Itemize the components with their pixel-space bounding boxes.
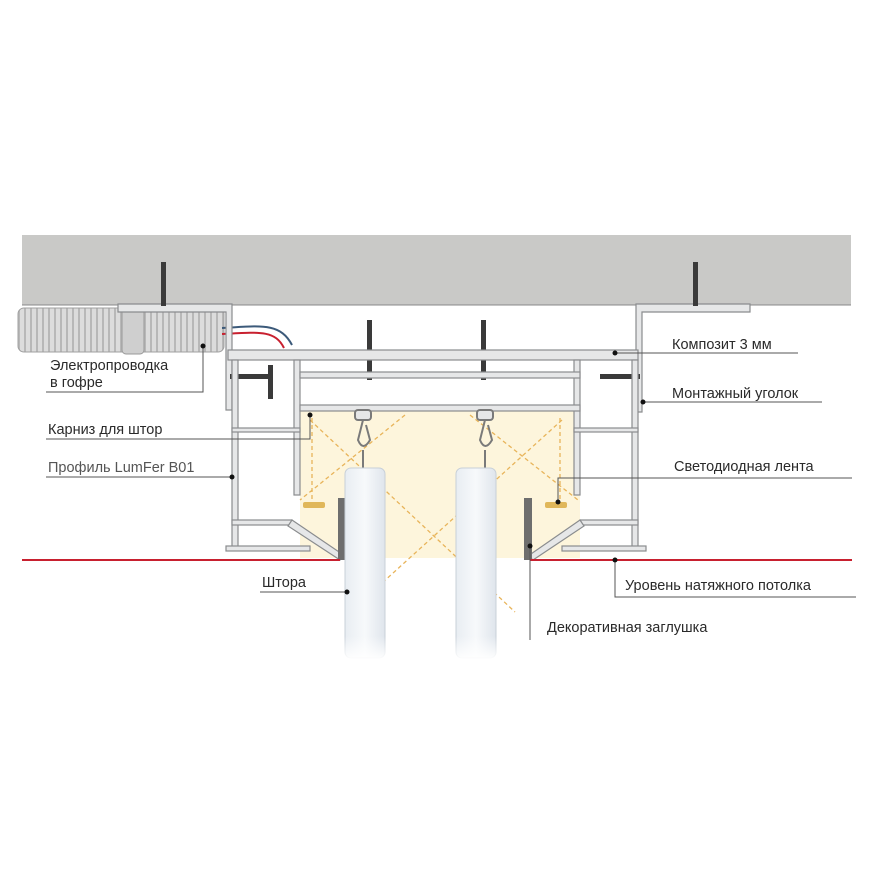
led-strip-right bbox=[545, 502, 567, 508]
label-cornice: Карниз для штор bbox=[48, 422, 162, 438]
mounting-angle-right bbox=[635, 303, 751, 413]
curtain-hooks bbox=[354, 409, 494, 470]
leader-lines bbox=[46, 343, 856, 640]
label-mounting-angle: Монтажный уголок bbox=[672, 386, 799, 402]
label-wiring-line2: в гофре bbox=[50, 375, 103, 391]
composite-plate bbox=[227, 349, 639, 361]
lumfer-profile bbox=[225, 359, 647, 561]
concrete-ceiling bbox=[22, 235, 851, 305]
label-wiring-line1: Электропроводка bbox=[50, 358, 169, 374]
led-strip-left bbox=[303, 502, 325, 508]
label-led-strip: Светодиодная лента bbox=[674, 459, 815, 475]
label-composite: Композит 3 мм bbox=[672, 337, 772, 353]
corrugated-tube bbox=[17, 305, 225, 355]
label-decorative-cap: Декоративная заглушка bbox=[547, 620, 708, 636]
label-profile: Профиль LumFer B01 bbox=[48, 460, 194, 476]
label-ceiling-level: Уровень натяжного потолка bbox=[625, 578, 812, 594]
mounting-angle-left bbox=[117, 303, 233, 411]
label-curtain: Штора bbox=[262, 575, 307, 591]
